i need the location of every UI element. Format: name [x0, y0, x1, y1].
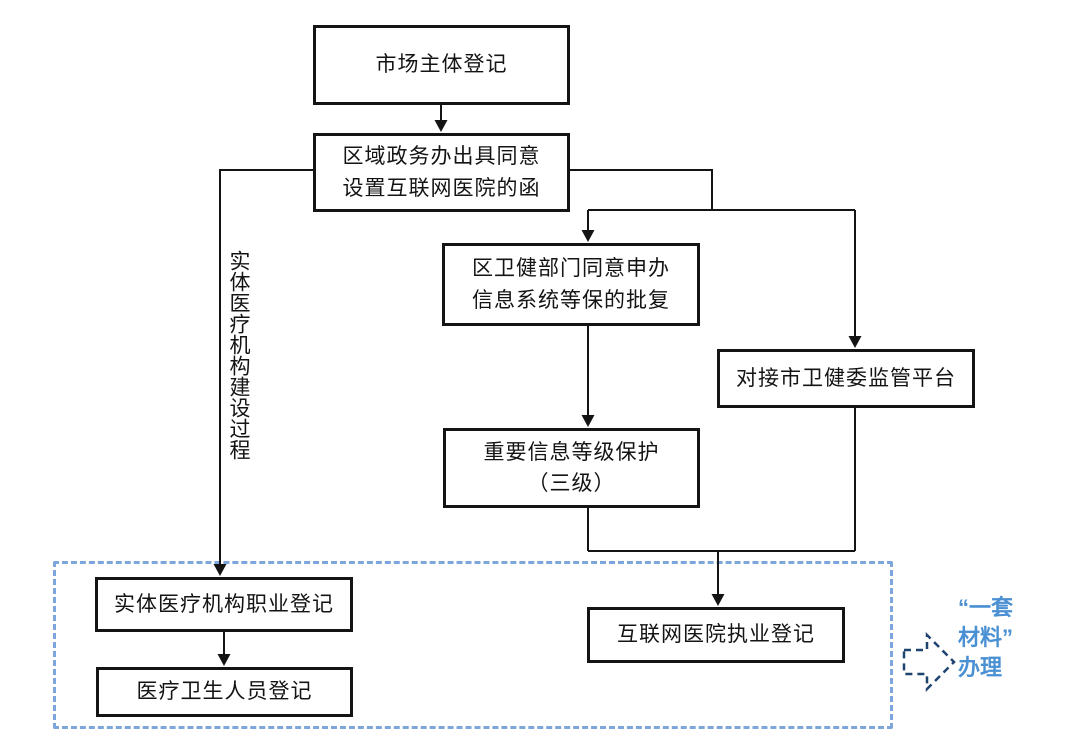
- node-medical-staff-registration: 医疗卫生人员登记: [96, 667, 353, 717]
- node-label: 区卫健部门同意申办 信息系统等保的批复: [472, 256, 670, 312]
- side-label-construction-process: 实体医疗机构建设过程: [227, 250, 252, 460]
- node-internet-hospital-practice-registration: 互联网医院执业登记: [587, 607, 845, 663]
- node-label: 重要信息等级保护 （三级）: [483, 439, 660, 496]
- batch-processing-arrow-icon: [902, 631, 956, 693]
- node-label: 互联网医院执业登记: [617, 622, 815, 647]
- node-label: 医疗卫生人员登记: [136, 679, 313, 704]
- node-label: 区域政务办出具同意 设置互联网医院的函: [342, 144, 541, 200]
- node-physical-institution-practice-registration: 实体医疗机构职业登记: [95, 577, 353, 632]
- node-label: 对接市卫健委监管平台: [736, 365, 956, 390]
- arrowheads: [213, 120, 862, 666]
- one-set-materials-annotation: “一套 材料” 办理: [958, 595, 1014, 680]
- node-label: 实体医疗机构职业登记: [114, 591, 334, 616]
- node-label: 市场主体登记: [375, 52, 508, 77]
- connector-lines: [219, 105, 856, 656]
- node-health-dept-approval: 区卫健部门同意申办 信息系统等保的批复: [442, 243, 700, 326]
- node-market-entity-registration: 市场主体登记: [313, 25, 570, 105]
- node-regulatory-platform: 对接市卫健委监管平台: [717, 349, 975, 408]
- node-info-grade-protection: 重要信息等级保护 （三级）: [443, 428, 700, 508]
- one-set-materials-group-frame: [53, 561, 893, 729]
- node-district-govt-letter: 区域政务办出具同意 设置互联网医院的函: [313, 133, 570, 212]
